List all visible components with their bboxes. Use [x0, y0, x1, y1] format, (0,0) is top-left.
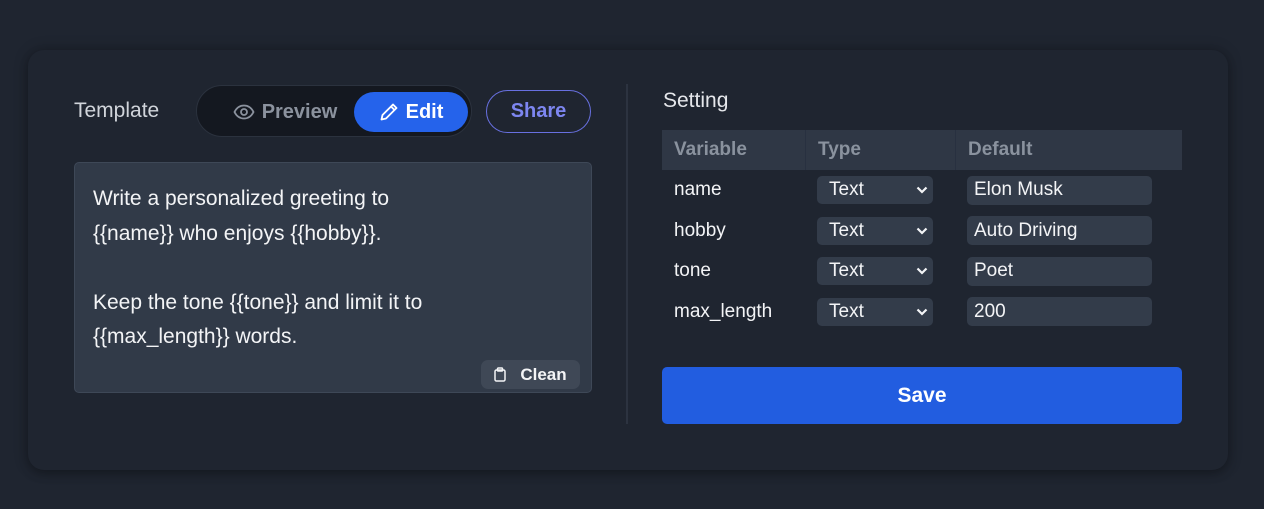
chevron-down-icon	[916, 267, 928, 275]
type-value: Text	[829, 219, 864, 241]
column-header-variable: Variable	[674, 139, 747, 160]
table-row: hobby Text Auto Driving	[662, 211, 1182, 252]
column-header-type: Type	[805, 130, 955, 170]
pencil-icon	[380, 103, 398, 121]
type-select[interactable]: Text	[817, 176, 933, 205]
type-value: Text	[829, 179, 864, 201]
save-button[interactable]: Save	[662, 367, 1182, 424]
type-select[interactable]: Text	[817, 257, 933, 286]
variables-table: Variable Type Default name Text Elon Mus…	[662, 130, 1182, 332]
table-row: tone Text Poet	[662, 251, 1182, 292]
eye-icon	[233, 104, 255, 120]
table-header: Variable Type Default	[662, 130, 1182, 170]
clean-label: Clean	[520, 364, 567, 384]
table-row: name Text Elon Musk	[662, 170, 1182, 211]
chevron-down-icon	[916, 227, 928, 235]
edit-tab[interactable]: Edit	[354, 92, 468, 132]
chevron-down-icon	[916, 186, 928, 194]
mode-toggle: Preview Edit	[196, 85, 472, 137]
template-editor[interactable]: Write a personalized greeting to {{name}…	[74, 162, 592, 393]
variable-name: hobby	[674, 219, 726, 241]
preview-tab[interactable]: Preview	[215, 92, 355, 132]
chevron-down-icon	[916, 308, 928, 316]
table-row: max_length Text 200	[662, 292, 1182, 333]
variable-name: tone	[674, 260, 711, 282]
type-select[interactable]: Text	[817, 297, 933, 326]
panel-divider	[626, 84, 628, 424]
column-header-default: Default	[955, 130, 1182, 170]
variable-name: name	[674, 179, 722, 201]
clipboard-icon	[494, 367, 507, 382]
clean-button[interactable]: Clean	[481, 360, 580, 389]
type-value: Text	[829, 260, 864, 282]
share-button[interactable]: Share	[486, 90, 591, 133]
template-text[interactable]: Write a personalized greeting to {{name}…	[93, 187, 423, 348]
setting-title: Setting	[663, 89, 729, 112]
default-input[interactable]: Auto Driving	[967, 216, 1152, 246]
type-value: Text	[829, 300, 864, 322]
template-title: Template	[74, 99, 160, 122]
preview-label: Preview	[261, 100, 338, 123]
variable-name: max_length	[674, 300, 773, 322]
default-input[interactable]: 200	[967, 297, 1152, 327]
edit-label: Edit	[405, 100, 444, 123]
default-input[interactable]: Elon Musk	[967, 175, 1152, 205]
type-select[interactable]: Text	[817, 216, 933, 245]
default-input[interactable]: Poet	[967, 256, 1152, 286]
